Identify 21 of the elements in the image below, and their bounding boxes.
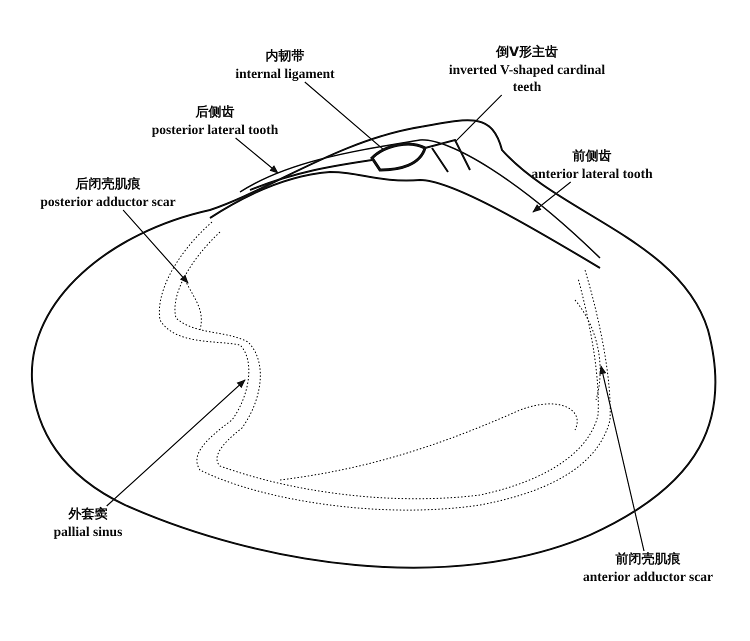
leader-arrow bbox=[106, 379, 246, 506]
english-label: posterior lateral tooth bbox=[150, 121, 280, 138]
leader-line bbox=[454, 94, 502, 142]
english-label: internal ligament bbox=[234, 65, 336, 82]
leader-line bbox=[304, 82, 384, 150]
chinese-label: 前侧齿 bbox=[572, 148, 612, 165]
leader-arrow bbox=[532, 182, 572, 213]
leader-arrow bbox=[122, 210, 189, 284]
english-label: anterior adductor scar bbox=[582, 568, 714, 585]
leader-arrow bbox=[599, 365, 645, 552]
chinese-label: 前闭壳肌痕 bbox=[614, 551, 682, 568]
english-label: posterior adductor scar bbox=[39, 193, 177, 210]
chinese-label: 后侧齿 bbox=[194, 104, 236, 121]
chinese-label: 内韧带 bbox=[264, 48, 306, 65]
english-label: pallial sinus bbox=[52, 523, 124, 540]
chinese-label: 倒V形主齿 bbox=[494, 44, 560, 61]
english-label: inverted V-shaped cardinal teeth bbox=[448, 61, 606, 95]
english-label: anterior lateral tooth bbox=[530, 165, 654, 182]
chinese-label: 外套窦 bbox=[67, 506, 108, 523]
chinese-label: 后闭壳肌痕 bbox=[74, 176, 142, 193]
leader-arrow bbox=[235, 138, 279, 174]
